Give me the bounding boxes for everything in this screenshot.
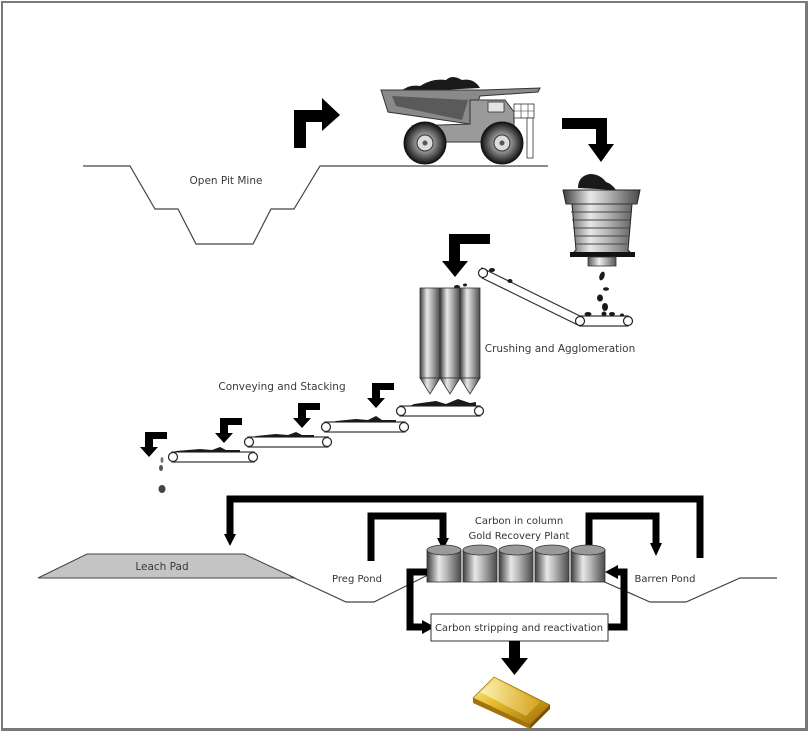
crushing-label: Crushing and Agglomeration (485, 343, 636, 355)
flow-arrow-to-stacker (140, 432, 167, 457)
carbon-column (534, 544, 570, 583)
carbon-column (570, 544, 606, 583)
inclined-conveyor (477, 267, 634, 327)
falling-ore (158, 457, 166, 493)
flow-arrow-truck-to-crusher (562, 118, 614, 162)
flow-arrow-conveyor-3 (367, 383, 394, 408)
pit-profile (83, 165, 548, 245)
conveyor (320, 416, 410, 433)
reactivated-carbon-pipe (606, 568, 628, 631)
silo-icon (419, 283, 481, 395)
silo (439, 287, 461, 395)
flow-arrow-to-gold (501, 641, 528, 675)
open-pit-mine: Open Pit Mine (83, 165, 548, 245)
arrow-head-to-columns (437, 538, 449, 550)
cic-label-line2: Gold Recovery Plant (469, 531, 570, 542)
conveyor (167, 447, 259, 463)
gold-bar-icon (472, 676, 551, 729)
arrow-head-to-leach-pad (224, 534, 236, 546)
leach-pad-label: Leach Pad (135, 561, 188, 573)
cic-label-line1: Carbon in column (475, 516, 563, 527)
silo (419, 287, 441, 395)
flow-arrow-pit-to-truck (294, 98, 340, 148)
conveying-label: Conveying and Stacking (218, 381, 345, 393)
haul-truck-icon (380, 77, 541, 165)
column-tanks-icon (426, 544, 606, 583)
arrow-head-to-stripping (422, 620, 435, 634)
open-pit-mine-label: Open Pit Mine (190, 175, 263, 187)
conveyor (243, 432, 333, 448)
flow-arrow-conveyor-2 (293, 403, 320, 428)
barren-pond-profile (599, 577, 777, 603)
barren-discharge-pipe (585, 512, 660, 550)
preg-pond-label: Preg Pond (332, 574, 382, 585)
loaded-carbon-pipe (406, 568, 427, 631)
stripping-label: Carbon stripping and reactivation (435, 623, 603, 634)
carbon-column (426, 544, 462, 583)
carbon-column (498, 544, 534, 583)
flow-arrow-to-silos (442, 234, 490, 277)
silo (459, 287, 481, 395)
crusher-icon (562, 174, 641, 317)
preg-feed-pipe (367, 512, 447, 561)
conveyor (395, 399, 485, 417)
barren-return-pipe (226, 495, 704, 558)
leach-pad-icon: Leach Pad (37, 553, 296, 579)
arrow-head-to-last-column (605, 565, 618, 579)
barren-pond-label: Barren Pond (635, 574, 696, 585)
pond-profile (289, 573, 431, 603)
arrow-head-to-barren-pond (650, 543, 662, 556)
flow-arrow-conveyor-1 (215, 418, 242, 443)
carbon-column (462, 544, 498, 583)
stripping-process-box: Carbon stripping and reactivation (430, 613, 609, 642)
